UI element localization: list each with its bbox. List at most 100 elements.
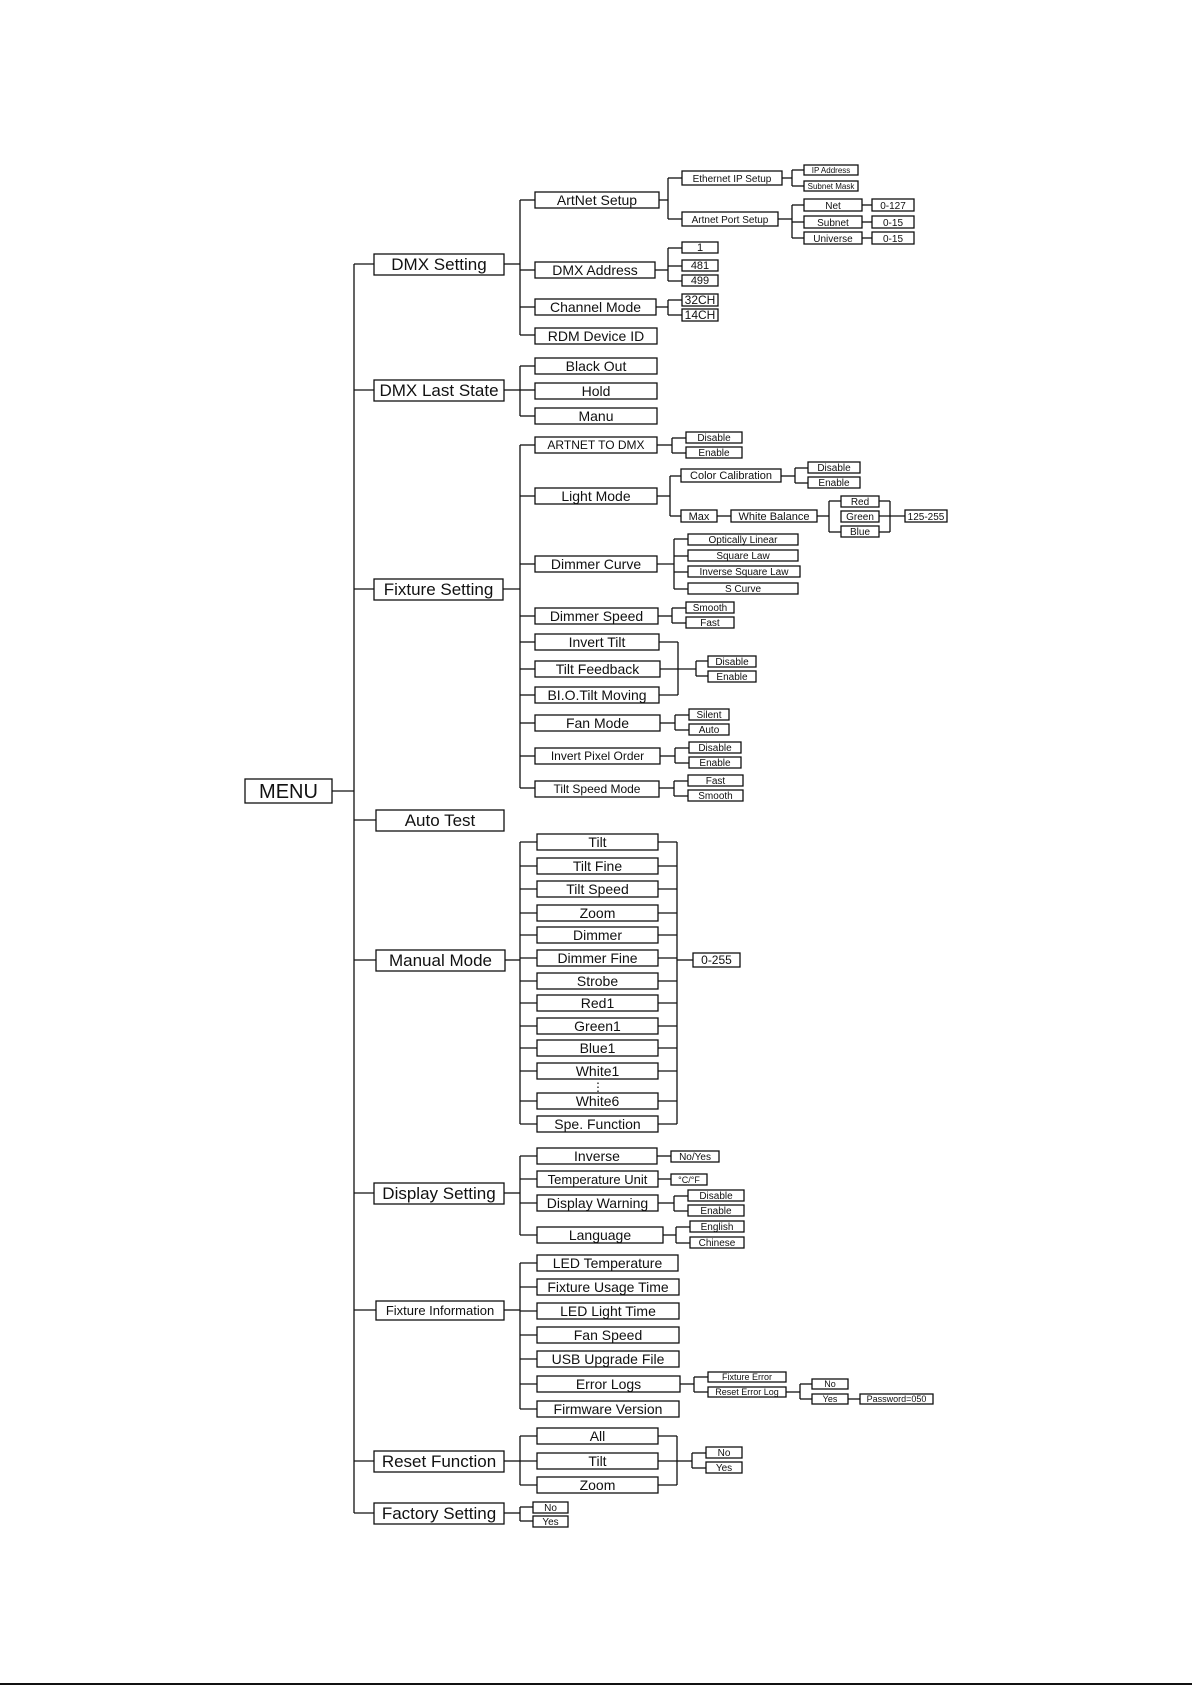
light-mode-node: Light Mode: [534, 487, 658, 505]
display-warning-node: Display Warning: [536, 1194, 659, 1212]
password-value: Password=050: [867, 1394, 927, 1404]
manual-channel-label: Tilt Speed: [566, 881, 629, 897]
info-item-label: LED Light Time: [560, 1303, 656, 1319]
last-state-option-label: Black Out: [566, 358, 627, 374]
info-item-label: Firmware Version: [554, 1401, 663, 1417]
subnet-mask-node: Subnet Mask: [803, 180, 859, 192]
manual-channel-node: Tilt: [536, 833, 659, 851]
reset-function-node: Reset Function: [373, 1450, 505, 1473]
option-label: S Curve: [725, 584, 762, 595]
reset-error-log-node: Reset Error Log: [707, 1386, 787, 1398]
dmx-last-state-node: DMX Last State: [373, 379, 505, 402]
light-mode-label: Light Mode: [561, 488, 630, 504]
manual-channel-label: White6: [576, 1093, 620, 1109]
bio-tilt-moving-node: BI.O.Tilt Moving: [534, 686, 660, 704]
option-label: Optically Linear: [709, 535, 779, 546]
universe-range-node: 0-15: [871, 231, 915, 245]
fixture-setting-label: Fixture Setting: [384, 580, 494, 599]
reset-item-label: Zoom: [580, 1477, 616, 1493]
reset-item-node: All: [536, 1427, 659, 1445]
subnet-node: Subnet: [803, 215, 863, 229]
info-item-node: LED Light Time: [536, 1302, 680, 1320]
white-balance-label: White Balance: [739, 511, 810, 523]
subnet-range-node: 0-15: [871, 215, 915, 229]
option-node: Enable: [807, 476, 861, 489]
option-node: Disable: [687, 1189, 745, 1202]
option-node: Smooth: [685, 601, 735, 614]
tilt-speed-mode-label: Tilt Speed Mode: [554, 782, 641, 796]
manual-channel-label: Red1: [581, 995, 615, 1011]
subnet-label: Subnet: [817, 218, 849, 229]
fixture-error-node: Fixture Error: [707, 1371, 787, 1383]
dmx-address-value: 1: [697, 242, 703, 254]
invert-pixel-order-label: Invert Pixel Order: [551, 749, 644, 763]
option-label: Smooth: [693, 603, 727, 614]
option-node: No: [532, 1501, 569, 1514]
manual-channel-label: Tilt: [588, 834, 606, 850]
artnet-to-dmx-node: ARTNET TO DMX: [534, 436, 658, 454]
option-label: No: [544, 1503, 557, 1514]
option-node: °C/°F: [670, 1173, 708, 1186]
dimmer-curve-node: Dimmer Curve: [534, 555, 658, 573]
last-state-option-label: Manu: [578, 408, 613, 424]
rdm-device-id-label: RDM Device ID: [548, 328, 644, 344]
option-label: Enable: [699, 758, 731, 769]
manual-channel-node: Red1: [536, 994, 659, 1012]
option-node: Enable: [707, 670, 757, 683]
wb-range-node: 125-255: [904, 509, 948, 523]
rdm-device-id-node: RDM Device ID: [534, 327, 658, 345]
inverse-node: Inverse: [536, 1147, 658, 1165]
white-balance-node: White Balance: [730, 509, 818, 523]
manual-channel-node: Zoom: [536, 904, 659, 922]
option-label: Auto: [699, 725, 720, 736]
max-label: Max: [689, 511, 710, 523]
info-item-label: Fan Speed: [574, 1327, 643, 1343]
option-label: Disable: [699, 1191, 733, 1202]
wb-color-node: Green: [840, 510, 880, 523]
option-node: Yes: [705, 1461, 743, 1474]
wb-range-value: 125-255: [908, 512, 945, 523]
option-label: Fast: [706, 776, 726, 787]
fixture-information-node: Fixture Information: [375, 1300, 505, 1321]
menu-root-node: MENU: [244, 778, 333, 804]
manual-channel-node: Dimmer Fine: [536, 949, 659, 967]
dimmer-curve-label: Dimmer Curve: [551, 556, 641, 572]
display-setting-node: Display Setting: [373, 1182, 505, 1205]
channel-value: 14CH: [685, 308, 716, 322]
option-node: Enable: [685, 446, 743, 459]
option-node: Optically Linear: [687, 533, 799, 546]
manual-channel-node: Tilt Speed: [536, 880, 659, 898]
option-node: Enable: [688, 756, 742, 769]
dmx-setting-label: DMX Setting: [391, 255, 486, 274]
option-label: Enable: [698, 448, 730, 459]
info-item-label: Fixture Usage Time: [547, 1279, 669, 1295]
universe-range-value: 0-15: [883, 234, 903, 245]
universe-label: Universe: [813, 234, 853, 245]
option-node: Disable: [707, 655, 757, 668]
wb-color-label: Blue: [850, 527, 870, 538]
option-label: Yes: [542, 1517, 558, 1528]
dmx-last-state-label: DMX Last State: [379, 381, 498, 400]
option-label: Yes: [716, 1463, 732, 1474]
option-label: No: [718, 1448, 731, 1459]
temperature-unit-label: Temperature Unit: [548, 1172, 648, 1187]
language-node: Language: [536, 1226, 664, 1244]
option-node: Yes: [532, 1515, 569, 1528]
dimmer-speed-node: Dimmer Speed: [534, 607, 659, 625]
factory-setting-label: Factory Setting: [382, 1504, 496, 1523]
option-label: Yes: [823, 1394, 838, 1404]
language-label: Language: [569, 1227, 632, 1243]
info-item-node: USB Upgrade File: [536, 1350, 680, 1368]
dmx-address-value-node: 499: [681, 274, 719, 287]
fixture-information-label: Fixture Information: [386, 1303, 494, 1318]
subnet-mask-label: Subnet Mask: [808, 182, 856, 191]
invert-tilt-node: Invert Tilt: [534, 633, 660, 651]
manual-channel-node: Spe. Function: [536, 1115, 659, 1133]
reset-function-label: Reset Function: [382, 1452, 496, 1471]
option-label: Disable: [698, 743, 732, 754]
connector-lines: [332, 169, 905, 1522]
info-item-label: Error Logs: [576, 1376, 641, 1392]
option-node: Yes: [811, 1393, 849, 1405]
page-bottom-rule: [0, 1683, 1192, 1685]
dimmer-speed-label: Dimmer Speed: [550, 608, 643, 624]
